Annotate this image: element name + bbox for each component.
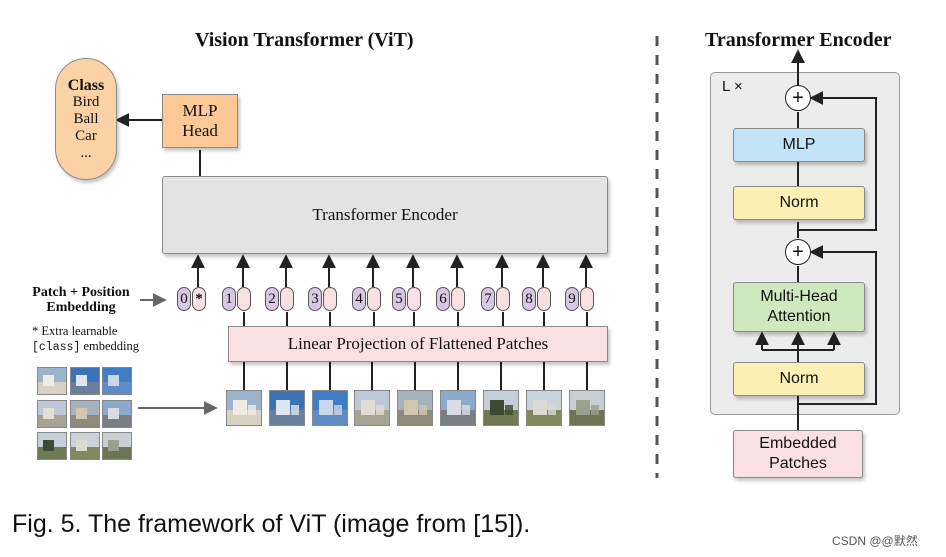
mlp-label: MLP xyxy=(782,136,816,153)
image-grid-cell xyxy=(70,432,100,460)
patch-position-line1: Patch + Position xyxy=(32,285,130,300)
patch-embedding-token xyxy=(580,287,594,311)
norm-top-label: Norm xyxy=(779,194,819,211)
patch-embedding-token xyxy=(323,287,337,311)
plus-top-symbol: + xyxy=(792,87,804,109)
extra-note-rest: embedding xyxy=(80,339,139,353)
watermark: CSDN @@默然 xyxy=(832,534,918,548)
position-embedding-token: 4 xyxy=(352,287,366,311)
patch-embedding-token xyxy=(367,287,381,311)
mha-line2: Attention xyxy=(767,308,831,325)
patch-lines xyxy=(243,362,588,390)
position-embedding-token: 0 xyxy=(177,287,191,311)
patch-embedding-token xyxy=(407,287,421,311)
patch-embedding-token xyxy=(237,287,251,311)
patch-embedding-token xyxy=(280,287,294,311)
vit-title: Vision Transformer (ViT) xyxy=(195,29,414,51)
norm-bottom-label: Norm xyxy=(779,370,819,387)
residual-connection-1 xyxy=(798,245,877,405)
class-item: Ball xyxy=(73,110,99,127)
position-embedding-token: 5 xyxy=(392,287,406,311)
class-heading: Class xyxy=(67,76,105,94)
mha-line1: Multi-Head xyxy=(760,288,838,305)
position-embedding-token: 2 xyxy=(265,287,279,311)
figure-caption: Fig. 5. The framework of ViT (image from… xyxy=(12,510,531,538)
position-embedding-token: 8 xyxy=(522,287,536,311)
image-grid-cell xyxy=(70,400,100,428)
embedded-line2: Patches xyxy=(769,455,827,472)
image-grid-cell xyxy=(102,432,132,460)
image-patch xyxy=(312,390,348,426)
norm-top-box: Norm xyxy=(733,186,865,220)
mlp-head-line2: Head xyxy=(182,121,218,140)
position-embedding-token: 3 xyxy=(308,287,322,311)
token-arrows xyxy=(191,254,593,326)
linear-projection-box: Linear Projection of Flattened Patches xyxy=(228,326,608,362)
position-embedding-token: 9 xyxy=(565,287,579,311)
image-grid-cell xyxy=(37,400,67,428)
transformer-encoder-box: Transformer Encoder xyxy=(162,176,608,254)
class-token: * xyxy=(192,287,206,311)
image-patch xyxy=(526,390,562,426)
image-patch xyxy=(354,390,390,426)
patch-embedding-token xyxy=(537,287,551,311)
residual-connection-2 xyxy=(798,91,877,231)
extra-learnable-note: * Extra learnable [class] embedding xyxy=(32,324,139,355)
transformer-encoder-label: Transformer Encoder xyxy=(312,205,458,224)
qkv-split xyxy=(762,349,834,362)
position-embedding-token: 1 xyxy=(222,287,236,311)
image-grid-cell xyxy=(102,367,132,395)
patch-position-line2: Embedding xyxy=(46,300,116,315)
mlp-box: MLP xyxy=(733,128,865,162)
norm-bottom-box: Norm xyxy=(733,362,865,396)
image-patch xyxy=(226,390,262,426)
repeat-label: L × xyxy=(722,78,743,95)
plus-bottom-symbol: + xyxy=(792,241,804,263)
embedded-patches-box: Embedded Patches xyxy=(733,430,863,478)
class-item: Bird xyxy=(72,93,100,110)
class-item: ... xyxy=(80,144,92,161)
image-patch xyxy=(397,390,433,426)
mlp-head-line1: MLP xyxy=(182,101,218,120)
encoder-title: Transformer Encoder xyxy=(705,29,892,51)
linear-projection-label: Linear Projection of Flattened Patches xyxy=(287,334,549,353)
mlp-head-box: MLP Head xyxy=(162,94,238,148)
image-patch xyxy=(483,390,519,426)
embedded-line1: Embedded xyxy=(759,435,837,452)
class-box: Class Bird Ball Car ... xyxy=(55,58,117,180)
image-patch xyxy=(440,390,476,426)
class-code: [class] xyxy=(32,341,81,354)
image-grid-cell xyxy=(70,367,100,395)
extra-note-line2: [class] embedding xyxy=(32,339,139,355)
image-grid-cell xyxy=(102,400,132,428)
image-grid-cell xyxy=(37,367,67,395)
image-patch xyxy=(569,390,605,426)
multi-head-attention-box: Multi-Head Attention xyxy=(733,282,865,332)
patch-embedding-token xyxy=(451,287,465,311)
image-grid-cell xyxy=(37,432,67,460)
position-embedding-token: 7 xyxy=(481,287,495,311)
image-patch xyxy=(269,390,305,426)
class-item: Car xyxy=(75,127,97,144)
extra-note-line1: * Extra learnable xyxy=(32,324,118,338)
position-embedding-token: 6 xyxy=(436,287,450,311)
patch-embedding-token xyxy=(496,287,510,311)
plus-top: + xyxy=(785,85,811,111)
patch-position-label: Patch + Position Embedding xyxy=(26,285,136,315)
plus-bottom: + xyxy=(785,239,811,265)
